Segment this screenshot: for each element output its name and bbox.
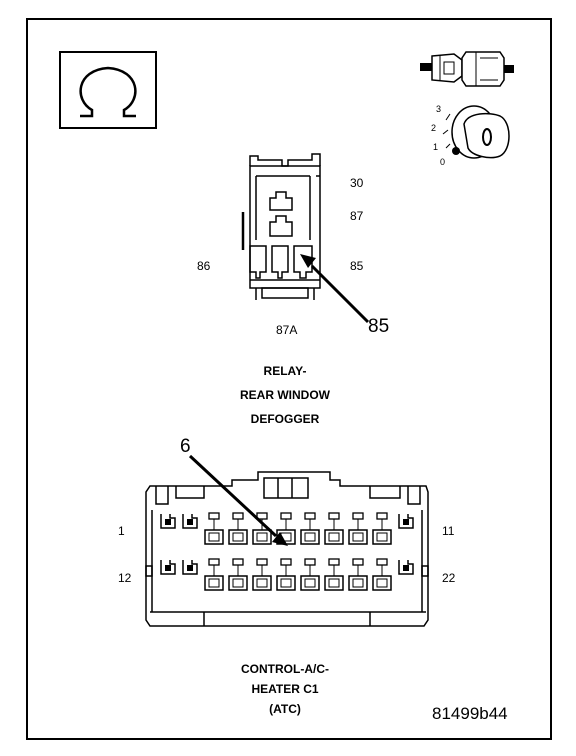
- connector-pin-cavity: [276, 558, 296, 591]
- relay-pin-86-label: 86: [197, 259, 211, 273]
- connector-pin-cavity: [160, 514, 176, 529]
- connector-pin-cavity: [228, 558, 248, 591]
- ignition-switch-icon: [420, 51, 514, 87]
- ignition-position-1: 1: [433, 142, 439, 152]
- ignition-key-icon: [442, 105, 510, 159]
- relay-pin-87a-label: 87A: [276, 323, 298, 337]
- connector-title-line-2: HEATER C1: [251, 682, 319, 696]
- relay-pin-30-label: 30: [350, 176, 364, 190]
- relay-title-line-3: DEFOGGER: [250, 412, 320, 426]
- connector-pin-cavity: [228, 512, 248, 545]
- connector-pin-cavity: [182, 514, 198, 529]
- connector-pin-cavity: [160, 560, 176, 575]
- connector-pin-cavity: [348, 512, 368, 545]
- connector-pin-cavity: [204, 558, 224, 591]
- diagram-frame: [26, 18, 552, 740]
- connector-pin-cavity: [398, 560, 414, 575]
- connector-pin-cavity: [300, 512, 320, 545]
- connector-pin-cavity: [182, 560, 198, 575]
- connector-pin-12-label: 12: [118, 571, 132, 585]
- connector-pin-cavity: [204, 512, 224, 545]
- connector-pin-cavity: [252, 512, 272, 545]
- connector-pin-cavity: [300, 558, 320, 591]
- connector-title-line-3: (ATC): [269, 702, 301, 716]
- figure-number: 81499b44: [432, 704, 508, 723]
- connector-pin-1-label: 1: [118, 524, 125, 538]
- connector-pin-cavity: [324, 512, 344, 545]
- ignition-position-0: 0: [440, 157, 446, 167]
- relay-callout-arrow: [300, 254, 370, 324]
- connector-pin-grid: [160, 512, 414, 591]
- connector-pin-cavity: [252, 558, 272, 591]
- relay-title-line-1: RELAY-: [263, 364, 307, 378]
- connector-pin-cavity: [348, 558, 368, 591]
- ohm-symbol-icon: [59, 51, 157, 129]
- connector-pin-cavity: [372, 512, 392, 545]
- connector-pin-cavity: [324, 558, 344, 591]
- relay-body: [241, 153, 321, 300]
- connector-pin-22-label: 22: [442, 571, 456, 585]
- relay-title-line-2: REAR WINDOW: [240, 388, 330, 402]
- connector-body: [145, 471, 429, 627]
- relay-callout-number: 85: [368, 316, 390, 337]
- connector-pin-11-label: 11: [442, 524, 455, 538]
- relay-pin-87-label: 87: [350, 209, 364, 223]
- connector-pin-cavity: [398, 514, 414, 529]
- relay-pin-85-label: 85: [350, 259, 364, 273]
- connector-callout-number: 6: [180, 436, 191, 457]
- ignition-position-2: 2: [431, 123, 437, 133]
- connector-title-line-1: CONTROL-A/C-: [241, 662, 329, 676]
- connector-pin-cavity: [372, 558, 392, 591]
- ignition-position-3: 3: [436, 104, 442, 114]
- connector-callout-arrow: [188, 454, 288, 546]
